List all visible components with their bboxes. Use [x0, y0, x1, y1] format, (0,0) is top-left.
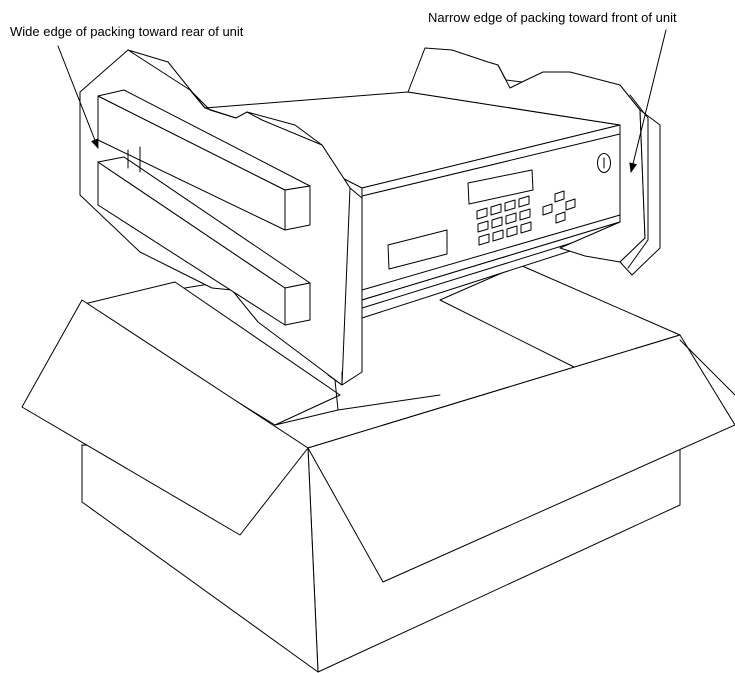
unit-label-window: [387, 229, 448, 270]
unit-keypad: [476, 195, 532, 246]
key: [518, 195, 530, 208]
rear-packing-edge: [189, 89, 237, 119]
key: [476, 207, 488, 220]
key: [491, 216, 503, 229]
front-packing: [407, 47, 661, 276]
key-left: [542, 203, 553, 216]
key: [520, 221, 532, 234]
box-inner-corner: [274, 379, 441, 426]
rear-packing-upper-rail: [97, 89, 311, 231]
rear-packing: [79, 49, 363, 386]
key: [477, 220, 489, 233]
key: [519, 208, 531, 221]
key: [505, 212, 517, 225]
front-packing-notch: [497, 64, 523, 89]
rear-packing-slot: [127, 146, 141, 173]
unit-power-knob: [597, 153, 611, 173]
key: [504, 199, 516, 212]
front-packing-face: [407, 47, 646, 263]
rear-label-leader: [57, 45, 99, 149]
shipping-box: [21, 264, 735, 673]
front-packing-inner: [627, 94, 649, 269]
rear-packing-lower-rail: [97, 156, 311, 326]
key-down: [555, 211, 566, 224]
front-label-leader: [629, 29, 667, 173]
unit-arrow-keys: [542, 190, 576, 224]
key: [506, 225, 518, 238]
unit-display: [467, 169, 534, 205]
rear-packing-label: Wide edge of packing toward rear of unit: [10, 24, 244, 39]
box-far-flap-edge: [679, 339, 735, 396]
key-up: [554, 190, 565, 203]
box-right-flap: [307, 334, 735, 583]
unit-bezel-bottom: [361, 214, 621, 291]
key: [490, 203, 502, 216]
key: [478, 233, 490, 246]
unit-bezel-top: [361, 133, 621, 197]
front-packing-label: Narrow edge of packing toward front of u…: [428, 10, 677, 25]
key-right: [565, 198, 576, 211]
key: [492, 229, 504, 242]
